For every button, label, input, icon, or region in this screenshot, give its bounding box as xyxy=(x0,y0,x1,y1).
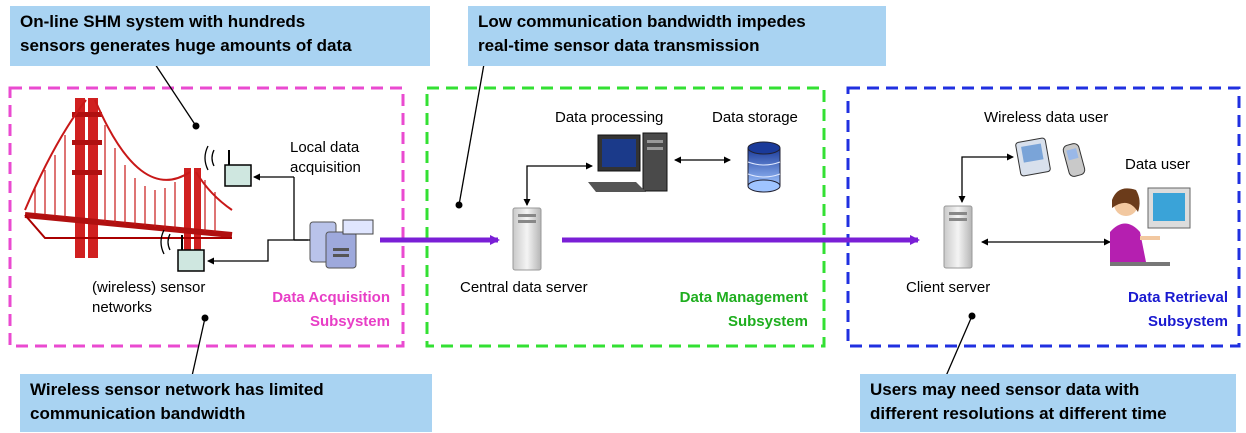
subsystem-acquisition-line1: Data Acquisition xyxy=(272,289,390,306)
label-sensor-networks-line2: networks xyxy=(92,299,153,316)
subsystem-acquisition-line2: Subsystem xyxy=(309,313,390,330)
subsystem-management-title: Data Management Subsystem xyxy=(680,286,808,334)
label-sensor-networks-line1: (wireless) sensor xyxy=(92,279,206,296)
sensor-node-icon xyxy=(160,229,205,272)
subsystem-acquisition-title: Data Acquisition Subsystem xyxy=(272,286,390,334)
label-data-processing: Data processing xyxy=(555,109,664,126)
callout-bandwidth-line1: Low communication bandwidth impedes xyxy=(478,12,806,31)
label-local-acquisition-line2: acquisition xyxy=(290,159,361,176)
sensor-node-icon xyxy=(204,145,252,187)
callout-wsn-line2: communication bandwidth xyxy=(30,404,246,423)
phone-icon xyxy=(1062,143,1086,177)
shm-pointer-dot xyxy=(192,122,200,130)
users-pointer-dot xyxy=(968,312,976,320)
label-data-user: Data user xyxy=(1125,156,1191,173)
server-tower-icon xyxy=(512,207,542,271)
subsystem-retrieval-line1: Data Retrieval xyxy=(1127,289,1228,306)
callout-shm-line1: On-line SHM system with hundreds xyxy=(20,12,306,31)
callout-wsn: Wireless sensor network has limited comm… xyxy=(20,374,432,432)
acquisition-box xyxy=(8,86,405,348)
management-box xyxy=(425,86,826,348)
person-at-computer-icon xyxy=(1110,187,1191,266)
label-data-storage: Data storage xyxy=(712,109,798,126)
callout-bandwidth-line2: real-time sensor data transmission xyxy=(478,36,760,55)
desktop-pc-icon xyxy=(588,132,668,192)
callout-shm-line2: sensors generates huge amounts of data xyxy=(20,36,352,55)
retrieval-box xyxy=(846,86,1241,348)
client-to-wireless-arrow xyxy=(958,153,1014,203)
acquisition-server-icon xyxy=(309,219,374,269)
pda-icon xyxy=(1015,137,1051,177)
wsn-pointer-dot xyxy=(201,314,209,322)
subsystem-retrieval-line2: Subsystem xyxy=(1147,313,1228,330)
users-pointer xyxy=(945,315,973,377)
subsystem-management-line2: Subsystem xyxy=(727,313,808,330)
bandwidth-pointer-dot xyxy=(455,201,463,209)
subsystem-retrieval-title: Data Retrieval Subsystem xyxy=(1128,286,1228,334)
label-sensor-networks: (wireless) sensor networks xyxy=(92,278,205,318)
bridge-icon xyxy=(24,98,233,258)
central-to-processing-arrow xyxy=(523,162,593,206)
bandwidth-pointer xyxy=(458,63,485,206)
callout-users-line1: Users may need sensor data with xyxy=(870,380,1140,399)
wsn-pointer xyxy=(191,317,206,377)
label-wireless-user: Wireless data user xyxy=(984,109,1109,126)
label-local-acquisition: Local data acquisition xyxy=(290,138,361,178)
callout-users-line2: different resolutions at different time xyxy=(870,404,1167,423)
subsystem-management-line1: Data Management xyxy=(679,289,808,306)
acq-to-sensor2-arrow xyxy=(207,239,310,265)
label-client-server: Client server xyxy=(906,279,991,296)
callout-users: Users may need sensor data with differen… xyxy=(860,374,1236,432)
callout-shm: On-line SHM system with hundreds sensors… xyxy=(10,6,430,66)
database-icon xyxy=(747,141,781,193)
server-tower-icon xyxy=(943,205,973,269)
label-central-server: Central data server xyxy=(460,279,588,296)
label-local-acquisition-line1: Local data xyxy=(290,139,360,156)
callout-bandwidth: Low communication bandwidth impedes real… xyxy=(468,6,886,66)
shm-pointer xyxy=(154,63,197,127)
callout-wsn-line1: Wireless sensor network has limited xyxy=(30,380,324,399)
